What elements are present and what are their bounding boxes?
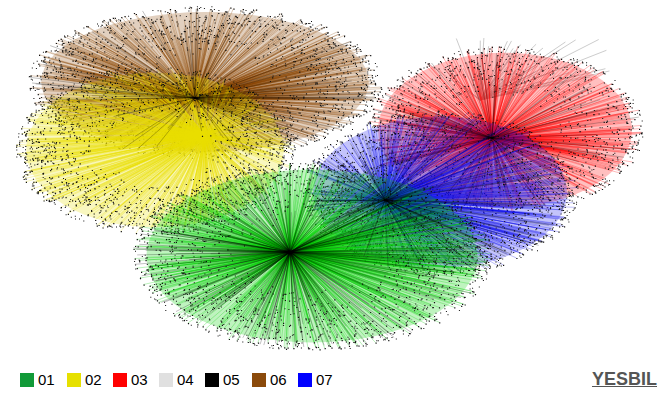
legend-swatch: [67, 373, 81, 387]
watermark: YESBIL: [592, 368, 657, 390]
legend-label: 07: [316, 371, 333, 389]
legend-swatch: [298, 373, 312, 387]
legend-swatch: [252, 373, 266, 387]
legend-item: 04: [159, 371, 194, 389]
legend-label: 02: [85, 371, 102, 389]
legend-item: 03: [113, 371, 148, 389]
legend-swatch: [159, 373, 173, 387]
legend-label: 04: [177, 371, 194, 389]
legend-swatch: [20, 373, 34, 387]
legend-swatch: [205, 373, 219, 387]
legend-item: 06: [252, 371, 287, 389]
legend-item: 02: [67, 371, 102, 389]
legend-label: 06: [270, 371, 287, 389]
legend-label: 01: [38, 371, 55, 389]
black-links: [29, 9, 639, 347]
legend-swatch: [113, 373, 127, 387]
legend-item: 07: [298, 371, 333, 389]
legend-label: 05: [223, 371, 240, 389]
legend-label: 03: [131, 371, 148, 389]
legend-item: 05: [205, 371, 240, 389]
legend-item: 01: [20, 371, 55, 389]
